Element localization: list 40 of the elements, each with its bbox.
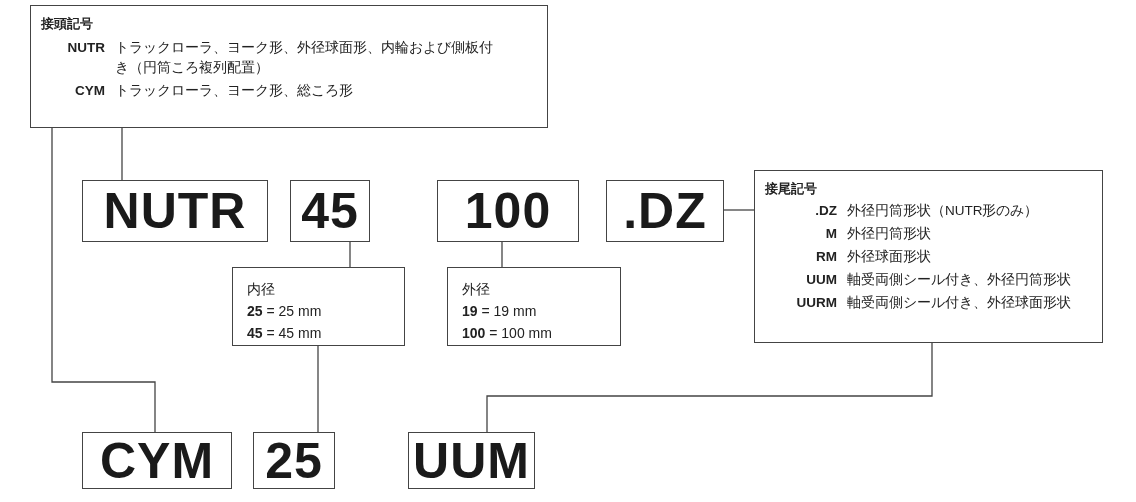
connector-line <box>349 241 351 268</box>
code-symbol: UURM <box>795 294 837 312</box>
code-description: 外径球面形状 <box>847 248 932 266</box>
designation-code-box: NUTR <box>82 180 268 242</box>
legend-panel <box>447 267 621 346</box>
connector-line <box>51 127 156 433</box>
size-definition: 25 = 25 mm <box>247 302 322 321</box>
size-definition: 45 = 45 mm <box>247 324 322 343</box>
code-symbol: M <box>824 225 837 243</box>
code-symbol: CYM <box>74 82 105 100</box>
panel-heading: 内径 <box>247 280 276 299</box>
code-description: 外径円筒形状 <box>847 225 932 243</box>
code-symbol: NUTR <box>66 39 105 57</box>
designation-code-box: 100 <box>437 180 579 242</box>
code-description: トラックローラ、ヨーク形、総ころ形 <box>115 82 354 100</box>
designation-code-box: .DZ <box>606 180 724 242</box>
code-symbol: RM <box>815 248 837 266</box>
connector-line <box>317 345 319 433</box>
designation-code-box: UUM <box>408 432 535 489</box>
code-description: 外径円筒形状（NUTR形のみ） <box>847 202 1040 220</box>
connector-line <box>121 127 123 181</box>
panel-heading: 接頭記号 <box>41 15 93 33</box>
size-definition: 19 = 19 mm <box>462 302 538 321</box>
designation-code-box: CYM <box>82 432 232 489</box>
connector-line <box>723 209 755 211</box>
code-symbol: UUM <box>805 271 837 289</box>
legend-panel <box>30 5 548 128</box>
legend-panel <box>232 267 405 346</box>
designation-code-box: 25 <box>253 432 335 489</box>
size-definition: 100 = 100 mm <box>462 324 552 343</box>
panel-heading: 外径 <box>462 280 491 299</box>
code-description: 軸受両側シール付き、外径球面形状 <box>847 294 1072 312</box>
code-description: 軸受両側シール付き、外径円筒形状 <box>847 271 1072 289</box>
designation-code-box: 45 <box>290 180 370 242</box>
connector-line <box>501 241 503 268</box>
legend-panel <box>754 170 1103 343</box>
panel-heading: 接尾記号 <box>765 180 817 198</box>
code-symbol: .DZ <box>814 202 837 220</box>
connector-line <box>486 342 933 433</box>
code-description: トラックローラ、ヨーク形、外径球面形、内輪および側板付き（円筒ころ複列配置） <box>115 39 494 77</box>
